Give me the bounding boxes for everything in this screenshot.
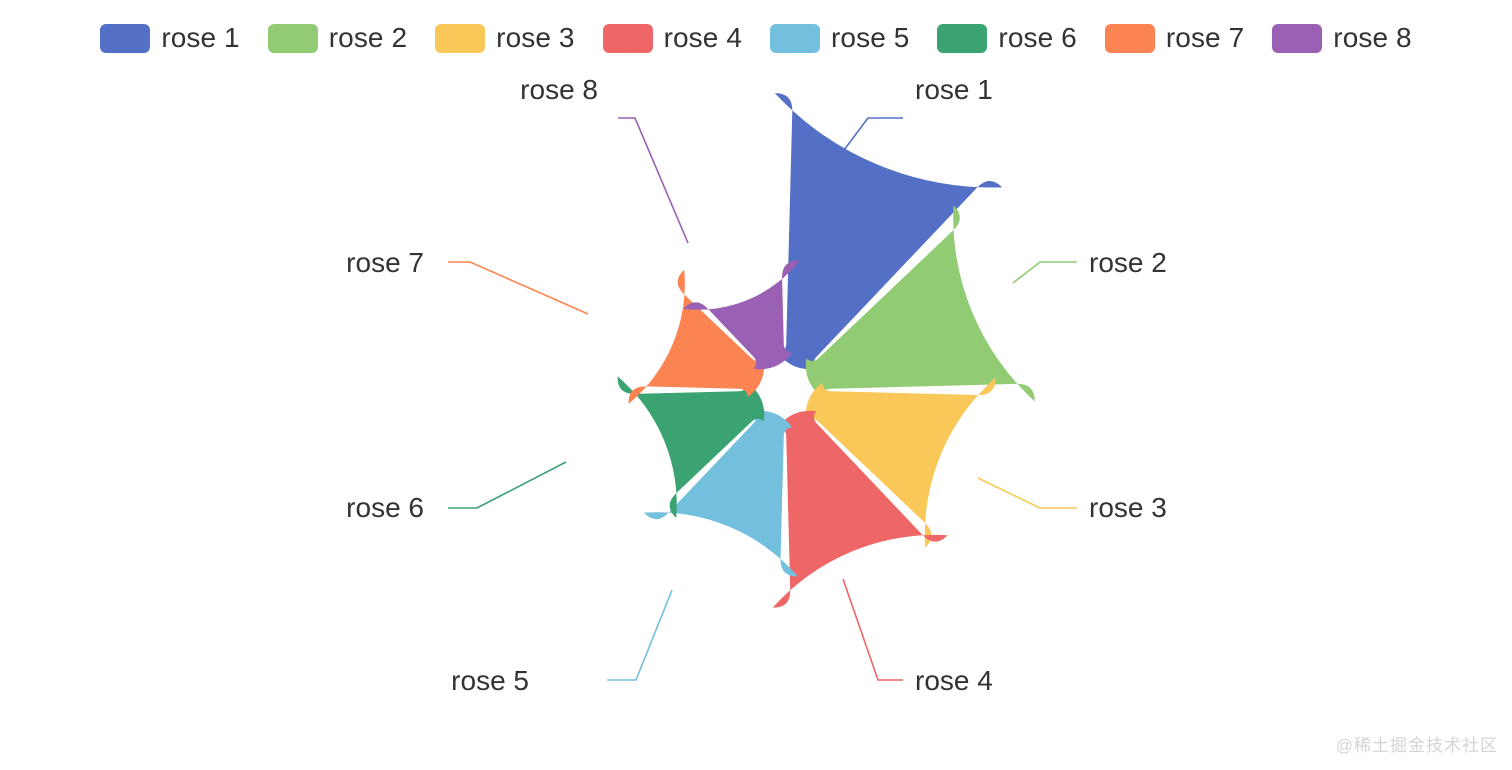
- legend-swatch-icon: [1272, 23, 1323, 53]
- rose-sector[interactable]: [628, 269, 765, 404]
- legend-item-label: rose 2: [328, 22, 408, 53]
- rose-labels-group: rose 1 rose 2 rose 3 rose 4 rose 5 rose 6 rose…: [346, 74, 1167, 696]
- rose-sector-label: rose 8: [520, 74, 598, 105]
- rose-sector-label: rose 7: [346, 247, 424, 278]
- label-leader-line: [618, 117, 689, 244]
- label-leader-line: [977, 477, 1077, 509]
- rose-sectors-group: [617, 93, 1035, 608]
- rose-sector[interactable]: [772, 410, 948, 608]
- legend-item-label: rose 4: [663, 22, 742, 53]
- label-leader-line: [842, 578, 903, 681]
- rose-sector-label: rose 5: [451, 665, 529, 696]
- legend-swatch-icon: [100, 23, 151, 53]
- label-leader-line: [607, 589, 673, 681]
- legend-item-label: rose 6: [998, 22, 1077, 53]
- legend-swatch-icon: [435, 23, 486, 53]
- rose-label-lines-group: [448, 117, 1077, 681]
- legend-item[interactable]: rose 2: [267, 22, 408, 53]
- legend-swatch-icon: [1104, 23, 1155, 53]
- rose-sector[interactable]: [683, 260, 800, 370]
- legend-item[interactable]: rose 3: [435, 22, 575, 53]
- legend-item-label: rose 1: [161, 22, 240, 53]
- legend-swatch-icon: [267, 23, 318, 53]
- label-leader-line: [819, 117, 903, 183]
- rose-sector[interactable]: [805, 205, 1035, 402]
- legend-item[interactable]: rose 1: [100, 22, 240, 53]
- legend-item[interactable]: rose 4: [602, 22, 742, 53]
- rose-sector[interactable]: [774, 93, 1003, 370]
- legend-item-label: rose 3: [496, 22, 575, 53]
- label-leader-line: [1012, 261, 1077, 284]
- legend-item-label: rose 8: [1333, 22, 1412, 53]
- legend-item[interactable]: rose 5: [770, 22, 910, 53]
- chart-legend: rose 1 rose 2 rose 3 rose 4 rose 5 rose 6 rose…: [0, 18, 1512, 58]
- rose-sector[interactable]: [643, 410, 799, 577]
- rose-sector-label: rose 1: [915, 74, 993, 105]
- watermark: @稀土掘金技术社区: [1335, 736, 1498, 755]
- legend-swatch-icon: [937, 23, 988, 53]
- legend-item[interactable]: rose 7: [1104, 22, 1245, 53]
- rose-sector[interactable]: [617, 376, 765, 519]
- legend-item[interactable]: rose 8: [1272, 22, 1412, 53]
- rose-sector-label: rose 2: [1089, 247, 1167, 278]
- rose-sector-label: rose 3: [1089, 492, 1167, 523]
- label-leader-line: [448, 461, 567, 509]
- legend-item-label: rose 5: [831, 22, 910, 53]
- rose-sector-label: rose 6: [346, 492, 424, 523]
- legend-item[interactable]: rose 6: [937, 22, 1077, 53]
- label-leader-line: [448, 261, 589, 315]
- rose-sector[interactable]: [805, 377, 996, 548]
- legend-swatch-icon: [602, 23, 653, 53]
- legend-item-label: rose 7: [1165, 22, 1245, 53]
- legend-swatch-icon: [770, 23, 820, 53]
- rose-sector-label: rose 4: [915, 665, 993, 696]
